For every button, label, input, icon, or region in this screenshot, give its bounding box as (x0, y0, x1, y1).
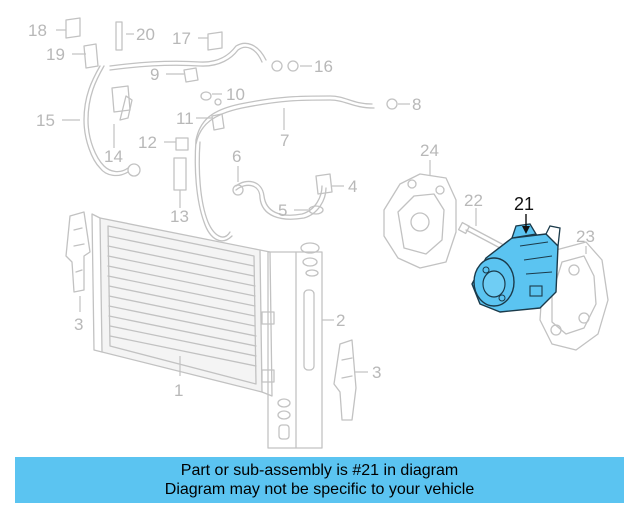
callout-16: 16 (314, 57, 333, 76)
callout-1: 1 (174, 381, 183, 400)
condenser (91, 213, 275, 397)
callout-24: 24 (420, 141, 439, 160)
callout-4: 4 (348, 177, 357, 196)
callout-19: 19 (46, 45, 65, 64)
callouts: 18 19 20 17 16 9 10 8 15 11 12 14 7 6 4 … (28, 21, 595, 400)
receiver-drier (267, 242, 323, 449)
callout-8: 8 (412, 95, 421, 114)
callout-18: 18 (28, 21, 47, 40)
ac-compressor-highlighted (471, 223, 561, 313)
callout-3-left: 3 (74, 315, 83, 334)
callout-5: 5 (278, 201, 287, 220)
callout-15: 15 (36, 111, 55, 130)
bracket-right (333, 339, 357, 421)
fittings (65, 17, 398, 215)
compressor-bracket (383, 173, 457, 269)
info-banner: Part or sub-assembly is #21 in diagram D… (15, 457, 624, 503)
ac-lines (83, 42, 375, 242)
callout-13: 13 (170, 207, 189, 226)
callout-22: 22 (464, 191, 483, 210)
callout-2: 2 (336, 311, 345, 330)
callout-10: 10 (226, 85, 245, 104)
callout-12: 12 (138, 133, 157, 152)
callout-17: 17 (172, 29, 191, 48)
parts-diagram: 18 19 20 17 16 9 10 8 15 11 12 14 7 6 4 … (28, 17, 609, 449)
callout-14: 14 (104, 147, 123, 166)
bracket-left (65, 211, 91, 293)
condenser-fins (107, 235, 257, 367)
mounting-bolt (457, 221, 503, 249)
callout-7: 7 (280, 131, 289, 150)
callout-3-right: 3 (372, 363, 381, 382)
callout-20: 20 (136, 25, 155, 44)
leader-lines (56, 29, 587, 376)
callout-23: 23 (576, 227, 595, 246)
callout-21: 21 (514, 194, 534, 214)
banner-part-line: Part or sub-assembly is #21 in diagram (180, 462, 459, 479)
callout-6: 6 (232, 147, 241, 166)
callout-9: 9 (150, 65, 159, 84)
callout-11: 11 (176, 109, 194, 128)
banner-disclaimer-line: Diagram may not be specific to your vehi… (164, 481, 475, 498)
